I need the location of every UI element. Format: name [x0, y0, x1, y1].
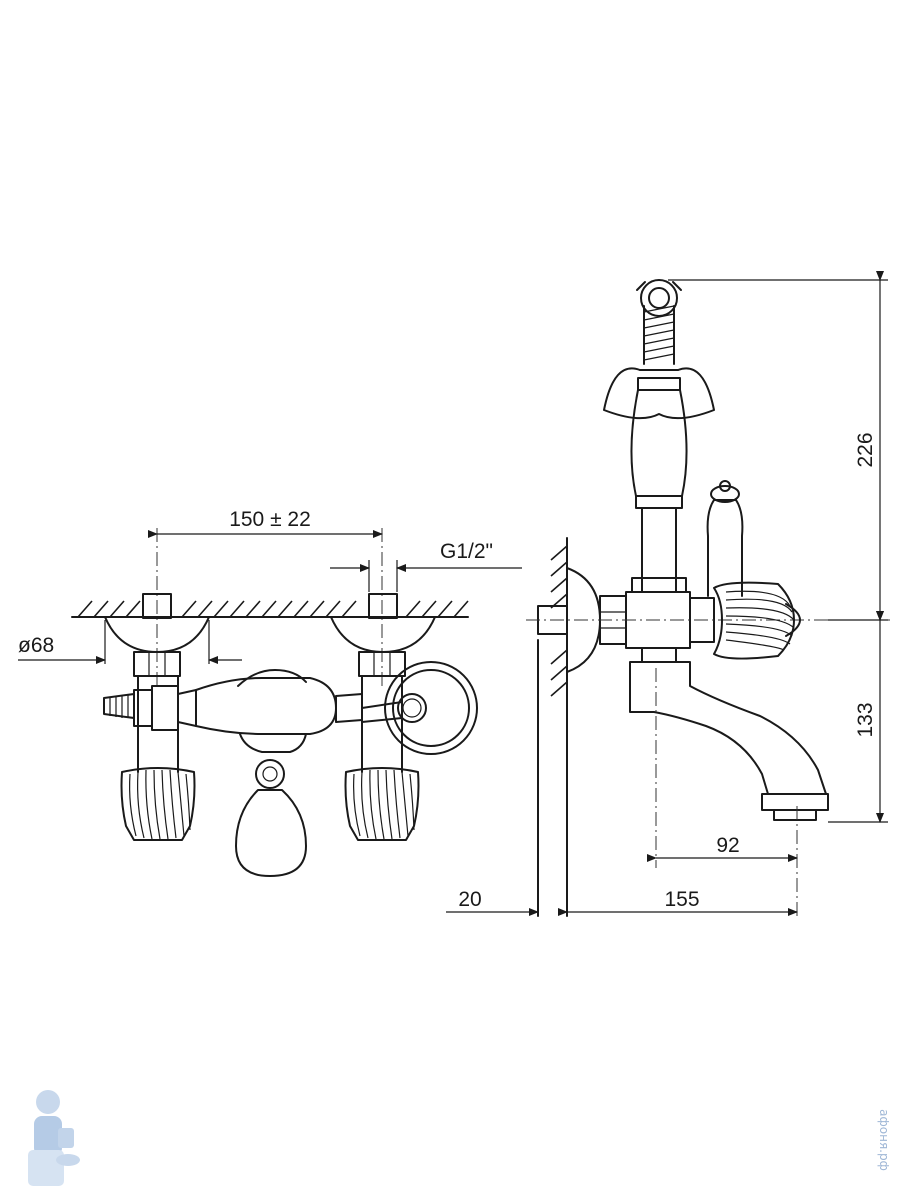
- right-cross-handle: [344, 767, 420, 841]
- front-view: 150 ± 22 G1/2" ø68: [18, 508, 522, 877]
- dim-center-distance: 150 ± 22: [229, 508, 311, 531]
- dim-wall-gap: 20: [458, 888, 481, 911]
- dim-total-projection: 155: [664, 888, 699, 911]
- dim-flange-diameter: ø68: [18, 634, 54, 657]
- dim-shower-holder-height: 226: [854, 432, 877, 467]
- wall-hatching-front: [71, 600, 469, 618]
- left-cross-handle: [120, 767, 196, 841]
- side-cross-handle: [713, 581, 801, 660]
- wall-hatching-side: [537, 537, 568, 917]
- dim-spout-offset: 92: [716, 834, 739, 857]
- plumber-mascot-logo: [28, 1090, 80, 1186]
- side-view: 226 133 92 20 155: [446, 271, 890, 918]
- watermark-site: афоня.рф: [877, 1109, 891, 1171]
- dim-thread: G1/2": [440, 540, 493, 563]
- dim-spout-height: 133: [854, 702, 877, 737]
